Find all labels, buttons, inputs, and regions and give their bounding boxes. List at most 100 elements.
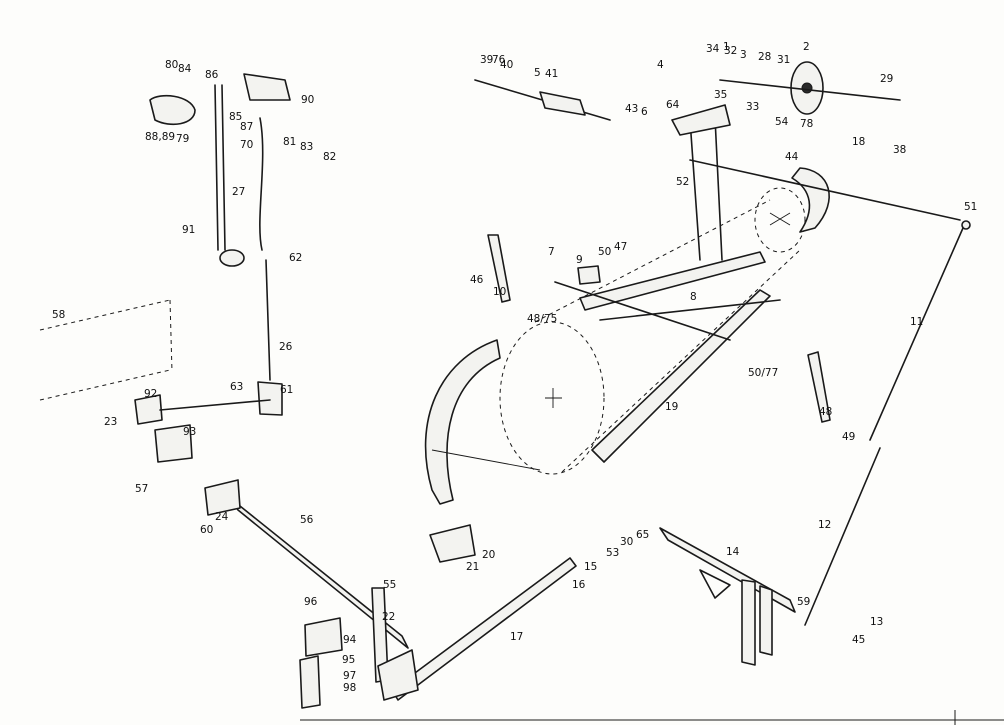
rod-12 — [804, 447, 881, 626]
callout-32: 32 — [724, 45, 737, 57]
callout-28: 28 — [758, 51, 771, 63]
lever-56 — [204, 479, 409, 649]
callout-8: 8 — [690, 291, 697, 303]
callout-14: 14 — [726, 546, 740, 558]
callout-24: 24 — [215, 511, 229, 523]
callout-44: 44 — [785, 151, 799, 163]
belt-drive-assembly — [499, 187, 806, 475]
callout-50: 50 — [598, 246, 611, 258]
callout-20: 20 — [482, 549, 495, 561]
callout-46: 46 — [470, 274, 484, 286]
small-pulley — [754, 187, 806, 253]
top-shaft-assembly — [474, 61, 961, 261]
callout-64: 64 — [666, 99, 680, 111]
callout-79: 79 — [176, 133, 189, 145]
callout-62: 62 — [289, 252, 302, 264]
callout-16: 16 — [572, 579, 586, 591]
callout-34: 34 — [706, 43, 720, 55]
callout-80: 80 — [165, 59, 178, 71]
callout-47: 47 — [614, 241, 627, 253]
callout-55: 55 — [383, 579, 396, 591]
callout-96: 96 — [304, 596, 318, 608]
callout-4: 4 — [657, 59, 664, 71]
pedal-lever-assembly — [149, 73, 291, 416]
callout-31: 31 — [777, 54, 790, 66]
callout-1: 1 — [723, 41, 730, 53]
callout-61: 61 — [280, 384, 293, 396]
tie-rod-11 — [869, 227, 964, 441]
callout-19: 19 — [665, 401, 678, 413]
callout-11: 11 — [910, 316, 923, 328]
callout-17: 17 — [510, 631, 523, 643]
callout-5: 5 — [534, 67, 541, 79]
callout-84: 84 — [178, 63, 192, 75]
callout-23: 23 — [104, 416, 117, 428]
callout-33: 33 — [746, 101, 759, 113]
callout-98: 98 — [343, 682, 356, 694]
callout-30: 30 — [620, 536, 633, 548]
callout-15: 15 — [584, 561, 597, 573]
callout-91: 91 — [182, 224, 195, 236]
callout-7: 7 — [548, 246, 555, 258]
callout-43: 43 — [625, 103, 638, 115]
callout-27: 27 — [232, 186, 245, 198]
console-phantom — [39, 299, 173, 401]
callout-56: 56 — [300, 514, 314, 526]
callout-94: 94 — [343, 634, 357, 646]
callout-86: 86 — [205, 69, 219, 81]
large-pulley — [499, 321, 605, 475]
callout-48: 48 — [819, 406, 832, 418]
callout-76: 76 — [492, 54, 506, 66]
callout-85: 85 — [229, 111, 242, 123]
callout-49: 49 — [842, 431, 855, 443]
callout-65: 65 — [636, 529, 649, 541]
callout-40: 40 — [500, 59, 513, 71]
callout-6: 6 — [641, 106, 648, 118]
callout-92: 92 — [144, 388, 157, 400]
brake-band — [424, 339, 541, 505]
callout-41: 41 — [545, 68, 558, 80]
callout-81: 81 — [283, 136, 296, 148]
callout-59: 59 — [797, 596, 810, 608]
bracket-10-right — [807, 351, 831, 423]
callout-90: 90 — [301, 94, 314, 106]
callout-12: 12 — [818, 519, 831, 531]
callout-18: 18 — [852, 136, 865, 148]
callout-9: 9 — [576, 254, 583, 266]
callout-58: 58 — [52, 309, 65, 321]
frame-rails — [579, 251, 781, 463]
callout-48-75: 48/75 — [527, 313, 557, 325]
callout-2: 2 — [803, 41, 810, 53]
callout-88-89: 88,89 — [145, 131, 175, 143]
callout-51: 51 — [964, 201, 977, 213]
callout-87: 87 — [240, 121, 253, 133]
callout-29: 29 — [880, 73, 893, 85]
callout-22: 22 — [382, 611, 395, 623]
callout-26: 26 — [279, 341, 293, 353]
callout-60: 60 — [200, 524, 213, 536]
bracket-92-93 — [134, 394, 271, 463]
callout-82: 82 — [323, 151, 336, 163]
callout-93: 93 — [183, 426, 196, 438]
bracket-10-left — [487, 234, 511, 303]
callout-45: 45 — [852, 634, 865, 646]
callout-3: 3 — [740, 49, 747, 61]
bracket-14 — [659, 527, 796, 666]
callout-97: 97 — [343, 670, 356, 682]
callout-78: 78 — [800, 118, 813, 130]
callout-50-77: 50/77 — [748, 367, 778, 379]
callout-54: 54 — [775, 116, 789, 128]
callout-10: 10 — [493, 286, 506, 298]
callout-38: 38 — [893, 144, 906, 156]
bracket-21 — [429, 524, 476, 563]
clamp-94-95 — [299, 617, 343, 709]
rod-17 — [391, 557, 577, 701]
callout-53: 53 — [606, 547, 619, 559]
callout-39: 39 — [480, 54, 493, 66]
mudguard — [791, 167, 830, 233]
bracket-9 — [577, 265, 601, 285]
callout-35: 35 — [714, 89, 727, 101]
